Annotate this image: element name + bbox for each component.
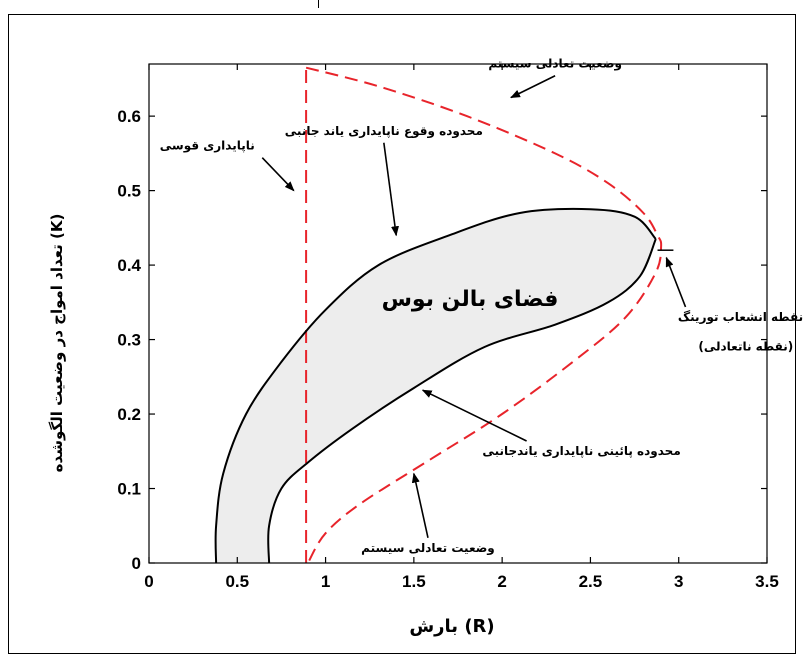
annotation-text-0: وضعیت تعادلی سیستم — [488, 57, 622, 72]
series-line-1 — [305, 66, 663, 564]
annotation-arrow-5 — [421, 389, 527, 442]
x-axis-label: بارش (R) — [409, 616, 494, 637]
series-layer — [214, 66, 663, 564]
region-label: فضای بالن بوس — [382, 287, 559, 312]
y-axis-label: تعداد امواج در وضعیت الگوشده (K) — [48, 214, 66, 473]
annotation-text-5: محدوده پائینی ناپایداری یاندجانبی — [482, 444, 680, 459]
y-tick-label: 0.5 — [117, 182, 141, 201]
x-tick-label: 0.5 — [225, 572, 249, 591]
region-layer — [215, 208, 656, 563]
x-tick-label: 1.5 — [402, 572, 426, 591]
annotation-text-3: نقطه انشعاب تورینگ — [678, 310, 803, 325]
stable-region — [215, 208, 656, 563]
x-tick-label: 2.5 — [579, 572, 603, 591]
figure-frame — [8, 14, 796, 654]
plot-area-border — [148, 63, 768, 564]
y-tick-label: 0.3 — [117, 331, 141, 350]
y-tick-label: 0.4 — [117, 256, 141, 275]
x-tick-label: 2 — [497, 572, 506, 591]
annotation-text-1: ناپایداری قوسی — [160, 139, 255, 154]
x-tick-label: 3 — [674, 572, 683, 591]
annotation-text-2: محدوده وقوع ناپایداری یاند جانبی — [285, 124, 483, 139]
series-line-2 — [214, 207, 657, 564]
annotation-text-4: (نقطه ناتعادلی) — [698, 340, 793, 354]
x-tick-label: 3.5 — [755, 572, 779, 591]
y-tick-label: 0.6 — [117, 107, 141, 126]
axes-layer: 0 0.5 1 1.5 2 2.5 3 3.5 0 0.1 0.2 0.3 0.4 0.5 0.6 — [117, 63, 779, 591]
y-tick-label: 0.1 — [117, 480, 141, 499]
top-tick-mark — [318, 0, 319, 8]
series-line-3 — [267, 238, 657, 564]
annotation-arrow-6 — [411, 472, 429, 539]
annotation-layer: وضعیت تعادلی سیستم ناپایداری قوسی محدوده و… — [160, 57, 803, 556]
x-tick-label: 1 — [321, 572, 330, 591]
annotation-text-6: وضعیت تعادلی سیستم — [361, 541, 495, 556]
annotation-arrow-2 — [383, 142, 399, 237]
annotation-arrow-3 — [665, 256, 687, 308]
annotation-arrow-0 — [510, 75, 556, 99]
y-tick-label: 0 — [132, 554, 141, 573]
x-tick-label: 0 — [144, 572, 153, 591]
y-tick-label: 0.2 — [117, 405, 141, 424]
annotation-arrow-1 — [261, 157, 295, 192]
